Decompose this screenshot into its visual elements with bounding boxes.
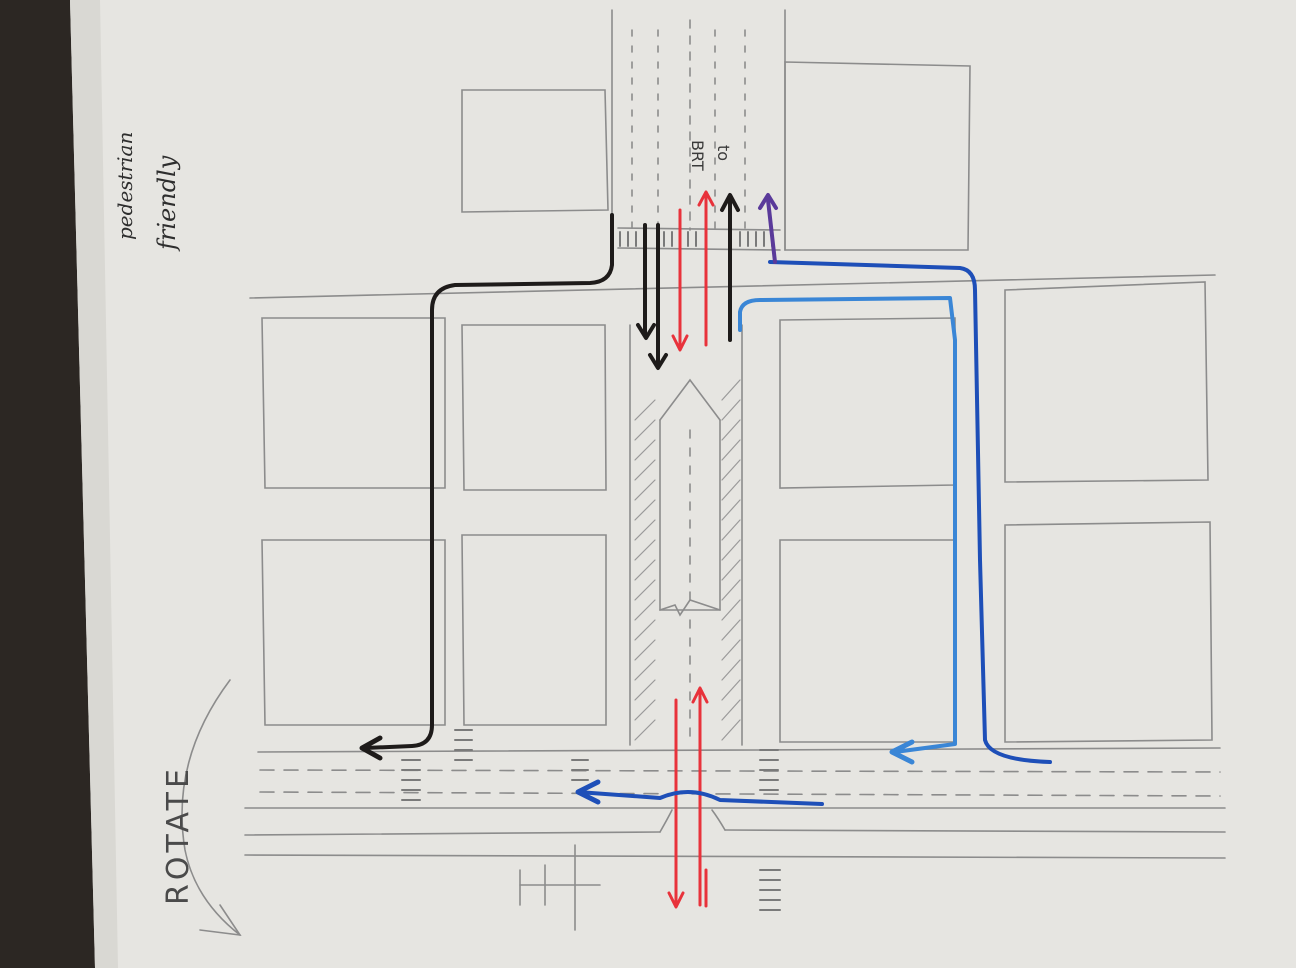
bus-label-bottom: to (714, 145, 733, 161)
paper-sheet (70, 0, 1296, 968)
note-line-2: friendly (153, 155, 181, 252)
bus-label-top: BRT (688, 140, 707, 171)
rotate-label: ROTATE (161, 765, 196, 905)
note-line-1: pedestrian (113, 132, 137, 240)
